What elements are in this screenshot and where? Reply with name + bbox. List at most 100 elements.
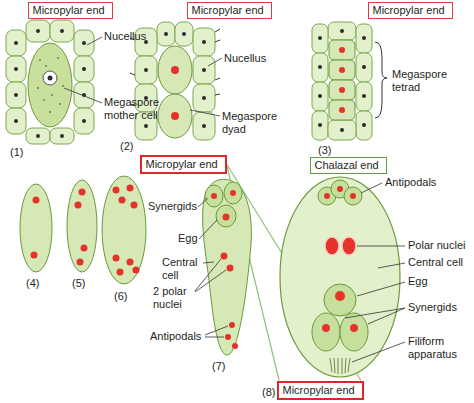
stage-7-cells [230,190,236,196]
nucellus-cells [328,120,356,140]
part-label: Antipodals [150,330,201,343]
megaspore-mother-cell [57,57,59,59]
megaspore-mother-cell [37,87,39,89]
cell-nuclei [36,29,40,33]
nucellus-cells [312,24,328,53]
stage-number: (1) [10,146,23,159]
nucellus-cells [74,108,94,134]
mature-embryo-sac [344,187,362,205]
cell-nuclei [14,119,18,123]
tetrad-bracket [375,42,387,118]
dyad-hairs [215,78,220,80]
end-label: Micropylar end [373,4,448,17]
nucellus-cells [6,30,26,56]
embryo-sac-stages [67,180,97,272]
cell-nuclei [340,29,344,33]
cell-nuclei [14,93,18,97]
stage-8-leaders [357,282,405,296]
free-nuclei [127,185,134,192]
stage-7-leaders [195,270,226,292]
megaspore-mother-cell [37,57,64,113]
cell-nuclei [14,67,18,71]
cell-nuclei [144,68,148,72]
end-label: Micropylar end [283,384,358,397]
nucellus-cells [356,82,372,111]
stage-7-leaders [205,326,228,335]
nucellus-cells [6,56,26,82]
mature-embryo-sac [312,180,368,351]
megaspore-tetrad [329,60,355,80]
megaspore-mother-cell [28,43,72,127]
nucellus-cells [74,56,94,82]
mature-embryo-sac [350,324,358,332]
free-nuclei [133,267,140,274]
free-nuclei [113,187,120,194]
cell-nuclei [60,29,64,33]
part-label: Central cell [408,256,463,269]
megaspore-tetrad [339,67,345,73]
nucellus-cells [356,53,372,82]
mature-embryo-sac [334,358,335,373]
nucellus-cells [175,22,193,46]
end-label: Micropylar end [146,158,221,171]
megaspore-mother-cell [45,65,47,67]
part-label: Nucellus [104,30,146,43]
cell-nuclei [318,94,322,98]
cell-nuclei [36,134,40,138]
stage-number: (3) [318,144,331,157]
stage-number: (2) [120,140,133,153]
mature-embryo-sac [330,358,332,372]
nucellus-cells [312,82,328,111]
end-label: Chalazal end [315,159,382,172]
cell-nuclei [144,124,148,128]
megaspore-tetrad [329,40,355,60]
cell-nuclei [340,128,344,132]
cell-nuclei [362,94,366,98]
nucellus-cells [74,82,94,108]
embryo-sac-stages [203,179,252,355]
embryo-sac-stages [20,176,251,355]
free-nuclei [77,259,84,266]
stage-7-cells [211,190,238,349]
nucellus-cells [328,22,356,40]
cell-nuclei [164,32,168,36]
mature-embryo-sac [335,291,345,301]
end-label-box: Chalazal end [310,157,387,174]
free-nuclei [31,185,140,276]
megaspore-tetrad [329,80,355,100]
end-label-box: Micropylar end [368,2,453,19]
megaspore-mother-cell [48,76,53,81]
stage-7-leaders [195,198,228,337]
dyad-hairs [130,73,135,75]
free-nuclei [117,269,124,276]
end-label-box: Micropylar end [28,2,113,19]
part-label: Synergids [408,301,457,314]
megaspore-dyad [158,46,192,138]
stage-7-cells [211,193,217,199]
nucellus-cells [193,112,215,140]
nucellus-cells [135,56,157,84]
mature-embryo-sac [324,284,356,316]
stage-number: (6) [114,290,127,303]
cell-nuclei [362,123,366,127]
stage-7-leaders [205,337,224,338]
stage-7-leaders [199,220,217,239]
cell-nuclei [60,134,64,138]
end-label-box: Micropylar end [277,381,364,400]
stage-7-cells [223,214,230,221]
megaspore-dyad [158,94,192,138]
megaspore-tetrad [339,47,345,53]
megaspore-tetrad [329,100,355,120]
cell-nuclei [202,40,206,44]
stage-8-leaders [352,342,405,362]
megaspore-tetrad [339,107,345,113]
cell-nuclei [82,119,86,123]
nucellus-cells [312,111,328,140]
stage-7-cells [205,185,223,207]
part-label: 2 polar nuclei [153,285,197,311]
megaspore-tetrad [339,87,345,93]
free-nuclei [127,259,134,266]
cell-nuclei [318,36,322,40]
end-label-box: Micropylar end [187,2,272,19]
megaspore-dyad [171,66,179,74]
